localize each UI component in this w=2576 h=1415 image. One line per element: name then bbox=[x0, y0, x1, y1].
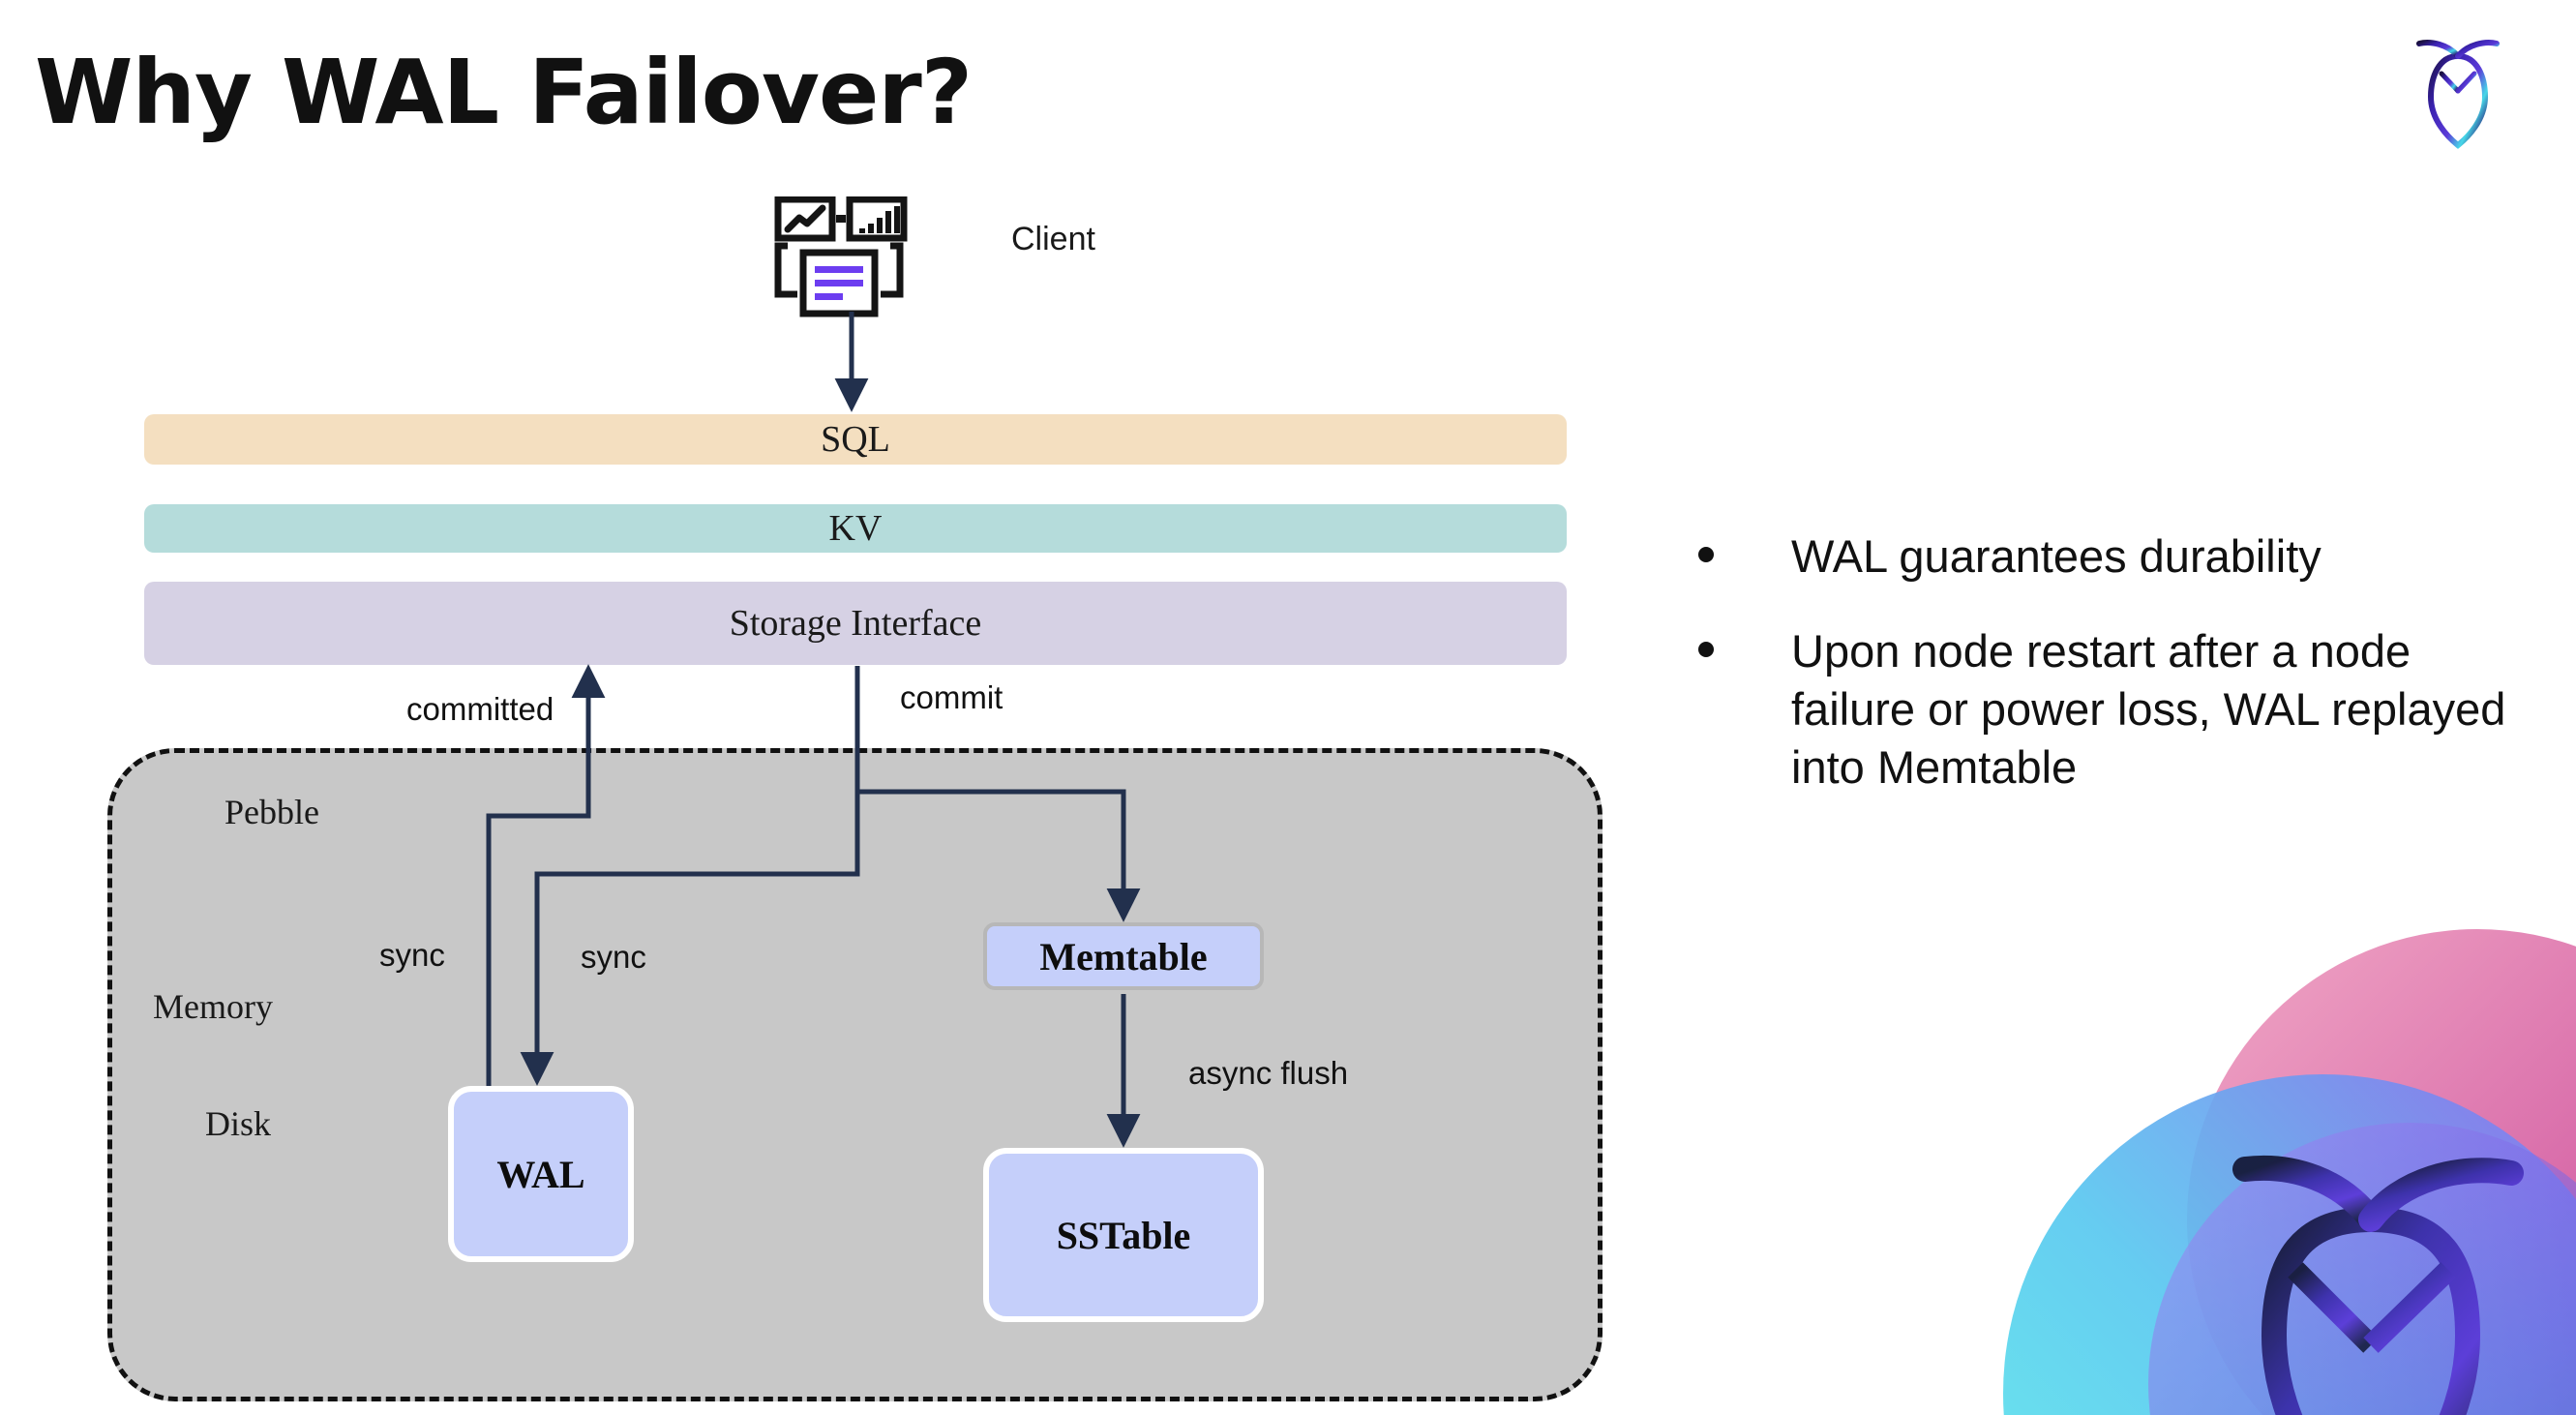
layer-label-sql: SQL bbox=[821, 419, 890, 460]
node-memtable: Memtable bbox=[983, 922, 1264, 990]
pebble-container bbox=[107, 748, 1603, 1401]
edge-label-sync-2: sync bbox=[581, 939, 646, 975]
cockroachdb-logo-icon bbox=[2416, 40, 2500, 149]
client-label: Client bbox=[1011, 221, 1095, 257]
edge-label-committed: committed bbox=[406, 691, 554, 727]
edge-label-sync-1: sync bbox=[379, 937, 445, 973]
layer-bar-storage-interface: Storage Interface bbox=[144, 582, 1567, 665]
bullet-dot-icon bbox=[1698, 547, 1714, 562]
client-monitor-icon bbox=[774, 196, 908, 317]
list-item: WAL guarantees durability bbox=[1698, 527, 2540, 586]
node-label-sstable: SSTable bbox=[1056, 1213, 1191, 1257]
pebble-label: Pebble bbox=[225, 793, 319, 831]
disk-label: Disk bbox=[205, 1104, 272, 1143]
node-label-wal: WAL bbox=[496, 1152, 585, 1196]
decorative-logo-artwork bbox=[2003, 929, 2576, 1415]
bullet-list: WAL guarantees durability Upon node rest… bbox=[1698, 527, 2540, 834]
layer-label-kv: KV bbox=[828, 508, 883, 549]
bullet-text: Upon node restart after a node failure o… bbox=[1791, 625, 2506, 794]
node-wal: WAL bbox=[448, 1086, 634, 1262]
layer-bar-kv: KV bbox=[144, 504, 1567, 553]
layer-label-storage-interface: Storage Interface bbox=[729, 603, 982, 644]
edge-label-async-flush: async flush bbox=[1188, 1055, 1349, 1091]
node-label-memtable: Memtable bbox=[1039, 934, 1208, 978]
page-title: Why WAL Failover? bbox=[35, 41, 973, 144]
memory-label: Memory bbox=[153, 987, 273, 1026]
list-item: Upon node restart after a node failure o… bbox=[1698, 622, 2540, 797]
layer-bar-sql: SQL bbox=[144, 414, 1567, 465]
bullet-text: WAL guarantees durability bbox=[1791, 530, 2321, 582]
bullet-dot-icon bbox=[1698, 642, 1714, 658]
edge-label-commit: commit bbox=[900, 679, 1003, 715]
node-sstable: SSTable bbox=[983, 1148, 1264, 1322]
